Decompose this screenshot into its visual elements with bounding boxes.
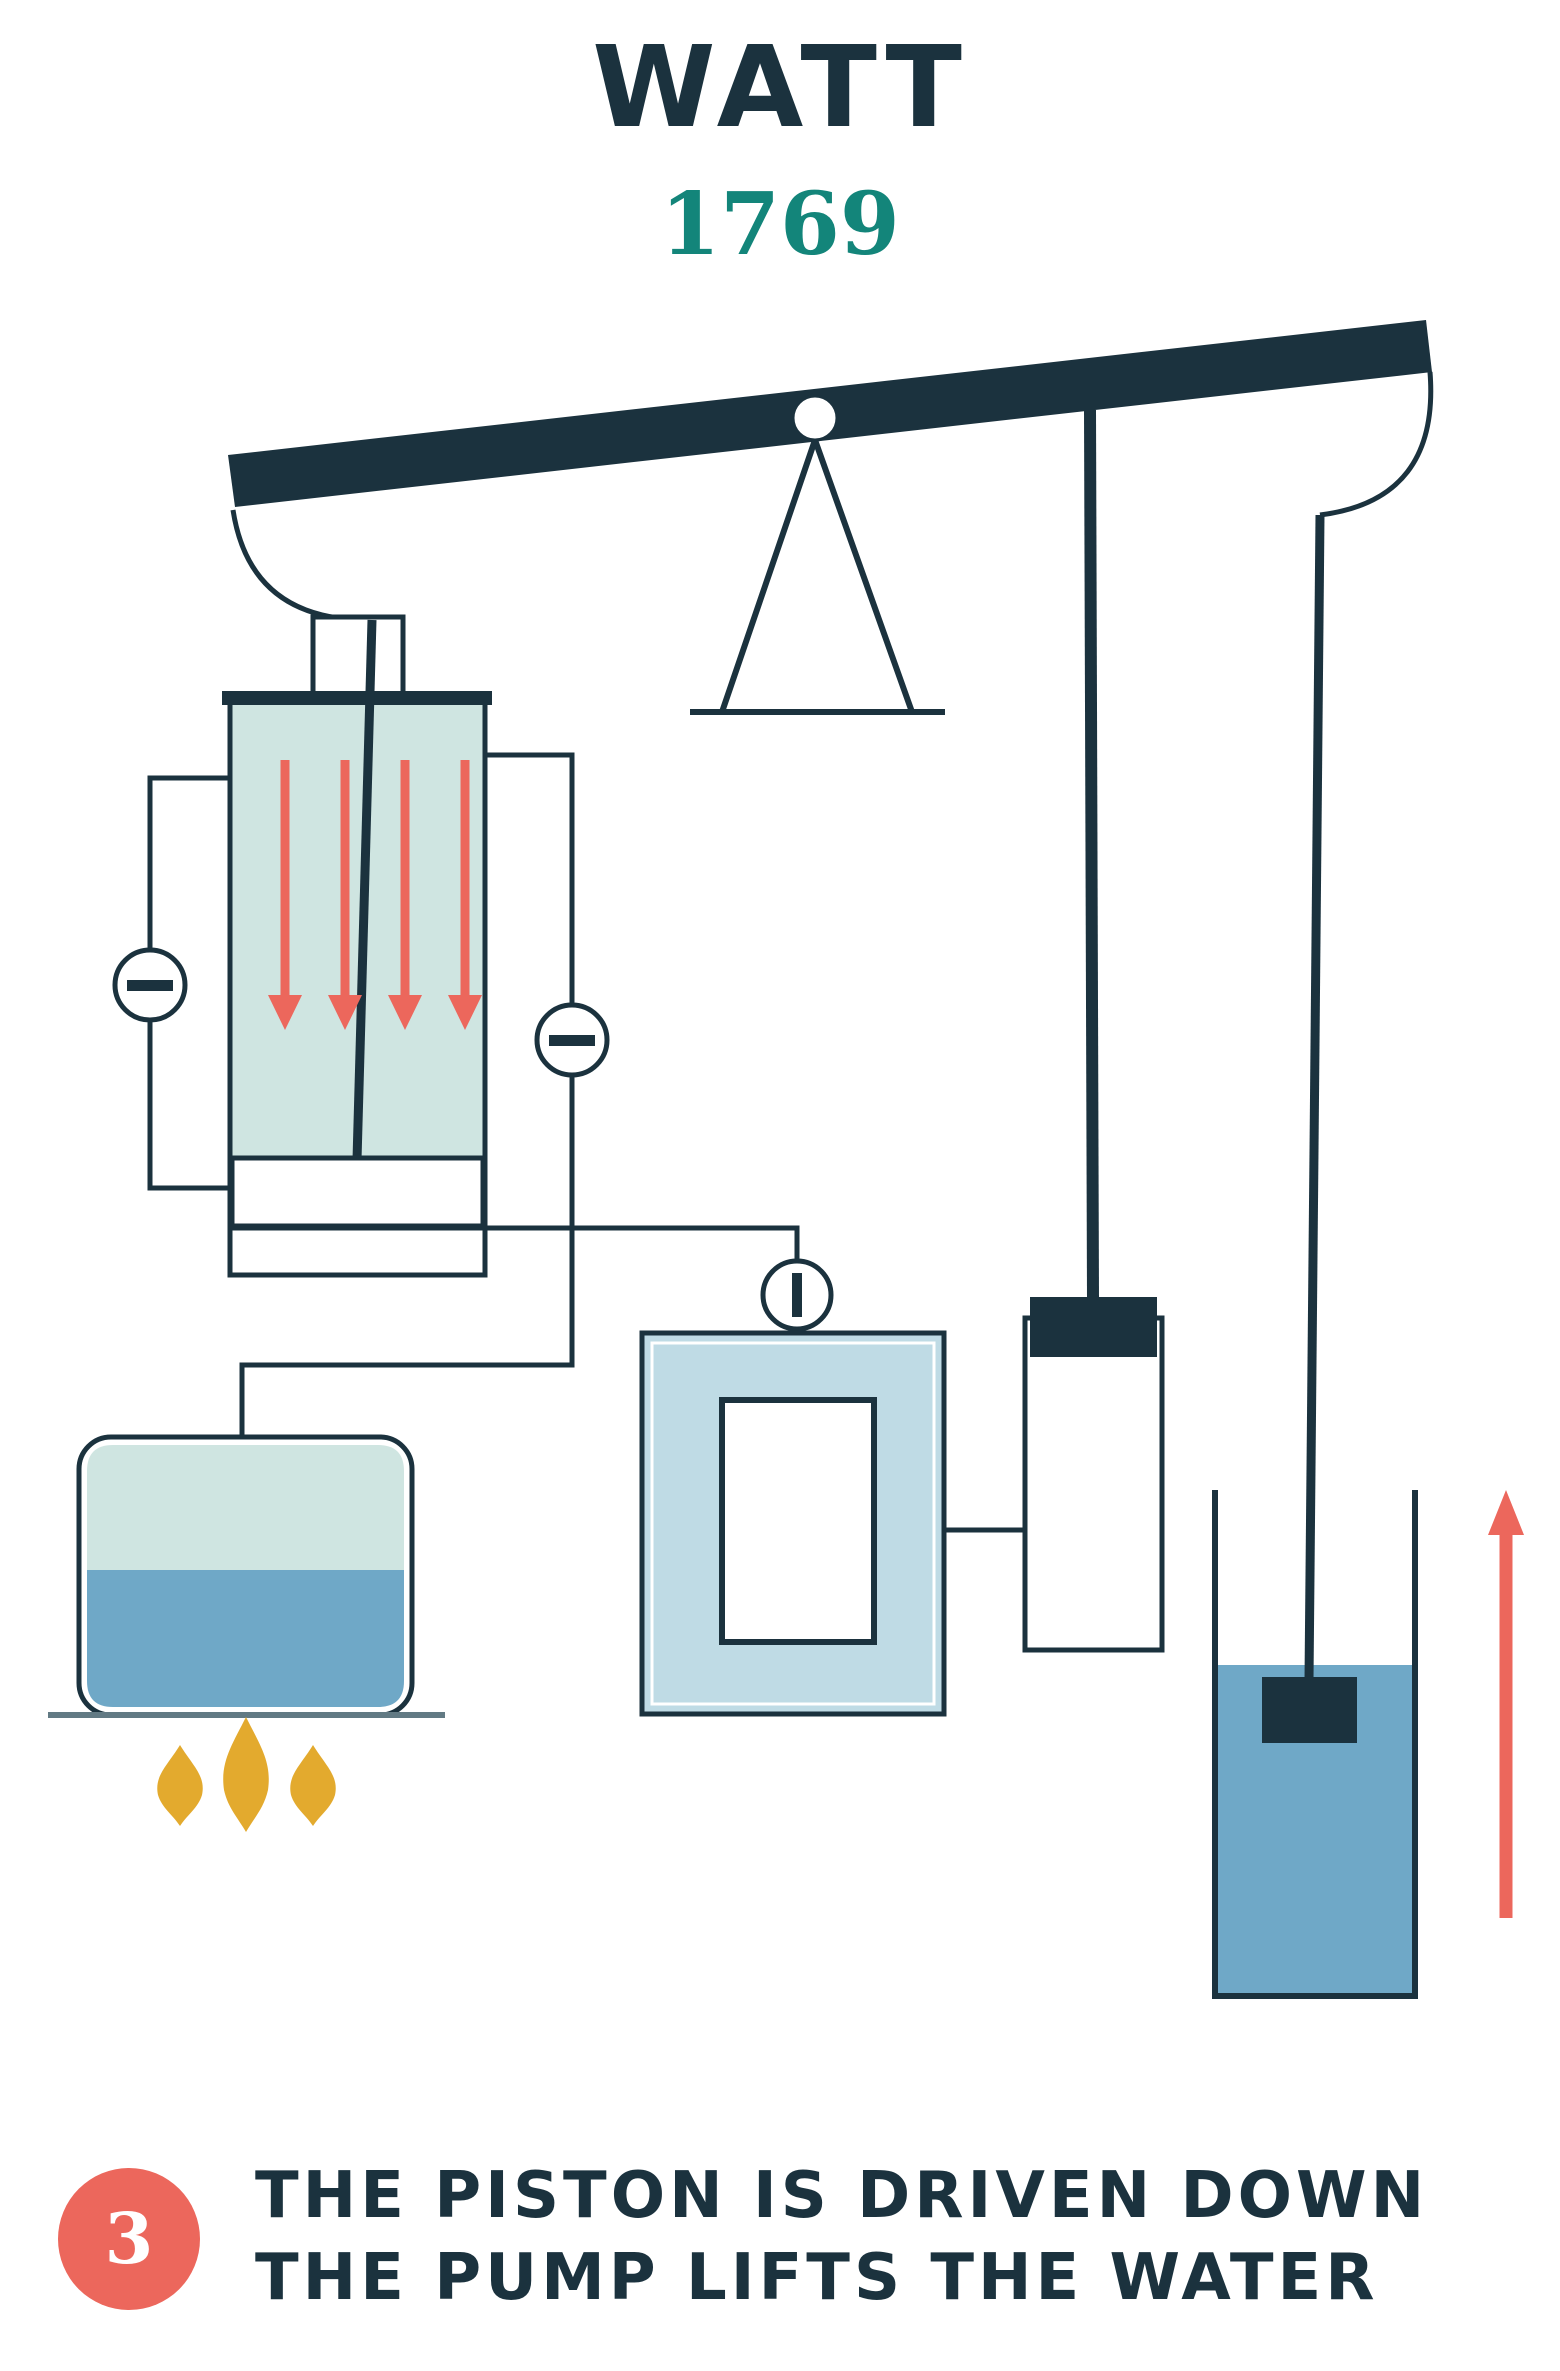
arrow-up-icon <box>1488 1490 1524 1918</box>
arrow-down-icon <box>388 995 422 1030</box>
step-number-badge: 3 <box>58 2168 200 2310</box>
fulcrum-pivot <box>791 394 839 442</box>
condenser-inner-border <box>650 1341 936 1706</box>
arrow-down-icon <box>268 995 302 1030</box>
right-steam-pipe <box>239 752 575 1437</box>
piston-rod <box>352 619 377 1161</box>
steam-piston <box>229 1155 486 1229</box>
year-label: 1769 <box>660 174 900 275</box>
air-pump-rod <box>1084 409 1099 1301</box>
boiler-steam <box>87 1445 404 1570</box>
pump-rod <box>1304 514 1325 1681</box>
air-pump-cylinder <box>1022 1315 1165 1653</box>
beam-left-arch <box>230 509 369 623</box>
step-caption: THE PISTON IS DRIVEN DOWN THE PUMP LIFTS… <box>255 2155 1505 2319</box>
piston-rod-guide <box>310 614 406 700</box>
arrow-down-icon <box>448 995 482 1030</box>
pump-cylinder <box>1212 1490 1418 1999</box>
caption-line-2: THE PUMP LIFTS THE WATER <box>255 2241 1379 2315</box>
pump-piston <box>1262 1677 1357 1743</box>
caption-line-1: THE PISTON IS DRIVEN DOWN <box>255 2159 1429 2233</box>
condenser-chamber <box>719 1397 877 1645</box>
flame-icon <box>290 1745 336 1826</box>
valve-open-icon <box>760 1258 834 1332</box>
page-title: WATT <box>592 23 968 153</box>
valve-closed-icon <box>112 947 188 1023</box>
arrow-down-icon <box>328 995 362 1030</box>
flame-icon <box>223 1717 269 1832</box>
fulcrum-stand <box>719 430 915 714</box>
valve-closed-icon <box>534 1002 610 1078</box>
steam-pressure-arrows <box>268 760 482 1030</box>
condenser-pipe <box>485 1225 800 1262</box>
boiler-water <box>87 1570 404 1707</box>
beam-right-arch <box>1319 371 1434 518</box>
flame-icon <box>157 1745 203 1826</box>
air-pump-piston <box>1030 1297 1157 1357</box>
